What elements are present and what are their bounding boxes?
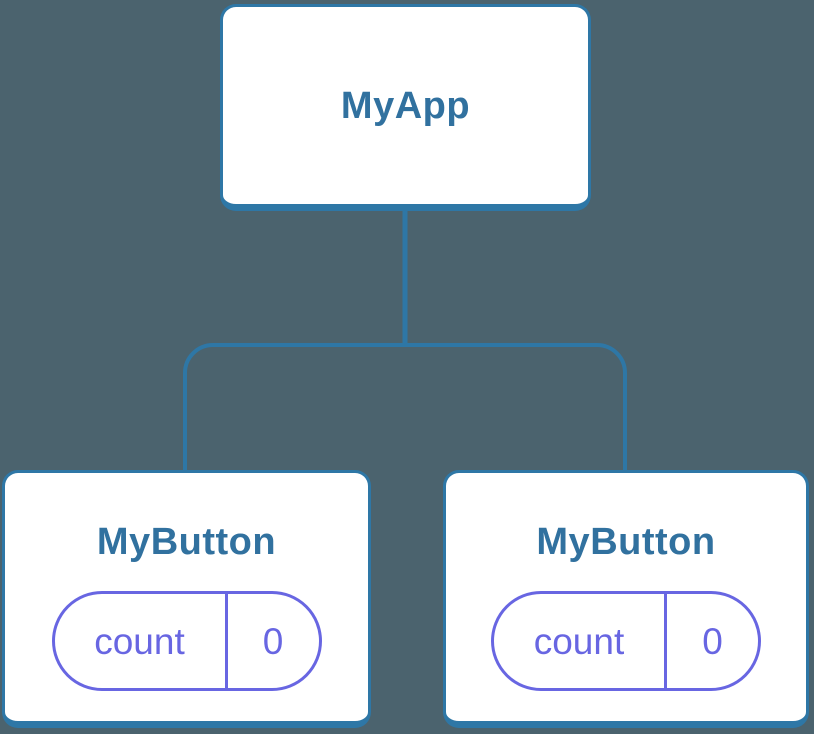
component-name-label: MyButton — [536, 521, 716, 563]
component-name-label: MyApp — [340, 84, 471, 127]
connector-bracket-line — [183, 343, 627, 472]
component-node-myapp: MyApp — [220, 4, 591, 211]
component-node-mybutton-right: MyButton count 0 — [443, 470, 809, 728]
state-value-label: 0 — [702, 620, 723, 662]
component-name-label: MyButton — [96, 521, 277, 563]
component-node-mybutton-left: MyButton count 0 — [2, 470, 371, 728]
state-key-label: count — [494, 594, 667, 688]
state-value-label: 0 — [262, 620, 284, 662]
state-pill: count 0 — [491, 591, 761, 691]
state-key-label: count — [55, 594, 228, 688]
state-pill: count 0 — [51, 591, 322, 691]
